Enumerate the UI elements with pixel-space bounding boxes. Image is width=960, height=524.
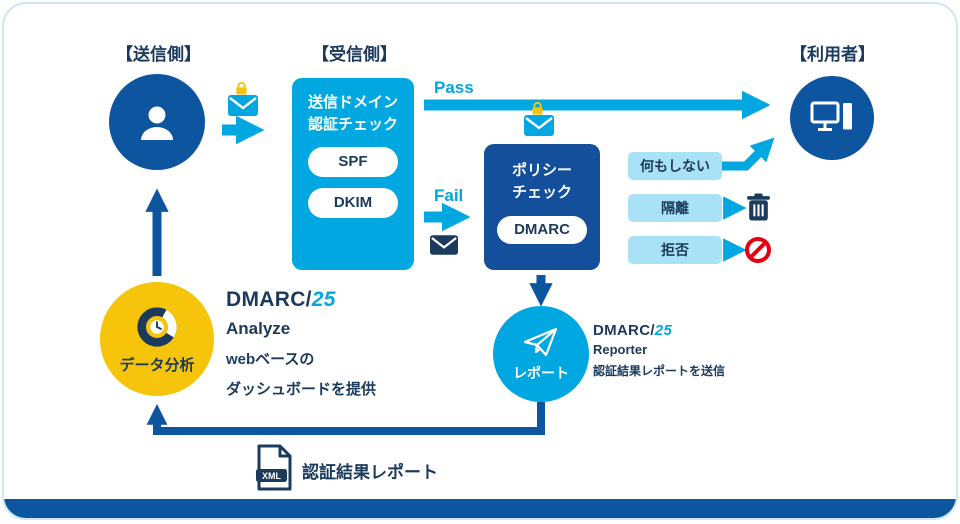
lock-icon	[236, 82, 247, 95]
bottom-accent-bar	[4, 499, 956, 518]
arrow-report-to-analyze	[146, 402, 545, 435]
xml-file-icon: XML	[256, 444, 293, 491]
arrow-none-to-user	[722, 137, 775, 171]
dkim-pill: DKIM	[308, 187, 398, 218]
svg-text:XML: XML	[262, 471, 282, 481]
envelope-icon	[228, 95, 258, 116]
reporter-description: 認証結果レポートを送信	[593, 364, 726, 378]
fail-envelope-icon	[430, 235, 458, 255]
sender-heading: 【送信側】	[116, 45, 201, 64]
auth-check-box: 送信ドメイン認証チェック SPF DKIM	[292, 78, 414, 270]
receiver-heading: 【受信側】	[312, 45, 397, 64]
analyze-circle: データ分析	[100, 282, 214, 396]
spf-pill: SPF	[308, 146, 398, 177]
reporter-brand-logo: DMARC/25	[593, 322, 673, 339]
analyze-brand-logo: DMARC/25	[226, 288, 336, 311]
action-none-pill: 何もしない	[628, 152, 722, 180]
action-reject-pill: 拒否	[628, 236, 722, 264]
analyze-text-block: DMARC/25 Analyze webベースの ダッシュボードを提供	[226, 288, 376, 399]
policy-check-title: ポリシーチェック	[511, 162, 572, 201]
reporter-product-name: Reporter	[593, 342, 648, 357]
pass-locked-email-icon	[524, 102, 556, 136]
fail-label: Fail	[434, 186, 464, 205]
user-heading: 【利用者】	[790, 45, 875, 64]
policy-check-box: ポリシーチェック DMARC	[484, 144, 600, 270]
reporter-text-block: DMARC/25 Reporter 認証結果レポートを送信	[593, 322, 725, 379]
analyze-description-line2: ダッシュボードを提供	[226, 381, 377, 398]
report-circle: レポート	[493, 306, 589, 402]
trash-icon	[746, 193, 771, 222]
paper-plane-icon	[522, 325, 560, 359]
dmarc-pill: DMARC	[497, 215, 587, 244]
pass-label: Pass	[434, 78, 474, 97]
auth-check-title: 送信ドメイン認証チェック	[307, 94, 398, 133]
sender-circle	[109, 74, 205, 170]
report-circle-label: レポート	[513, 365, 569, 381]
xml-report-label: 認証結果レポート	[302, 463, 438, 482]
locked-email-icon	[228, 82, 260, 116]
pie-chart-icon	[134, 304, 180, 350]
analyze-circle-label: データ分析	[119, 356, 195, 374]
lock-icon	[532, 102, 543, 115]
action-quarantine-pill: 隔離	[628, 194, 722, 222]
user-circle	[790, 76, 874, 160]
prohibited-icon	[744, 236, 772, 264]
analyze-description-line1: webベースの	[226, 351, 315, 368]
computer-icon	[810, 100, 854, 136]
person-icon	[133, 98, 181, 146]
analyze-product-name: Analyze	[226, 319, 291, 338]
envelope-icon	[524, 115, 554, 136]
